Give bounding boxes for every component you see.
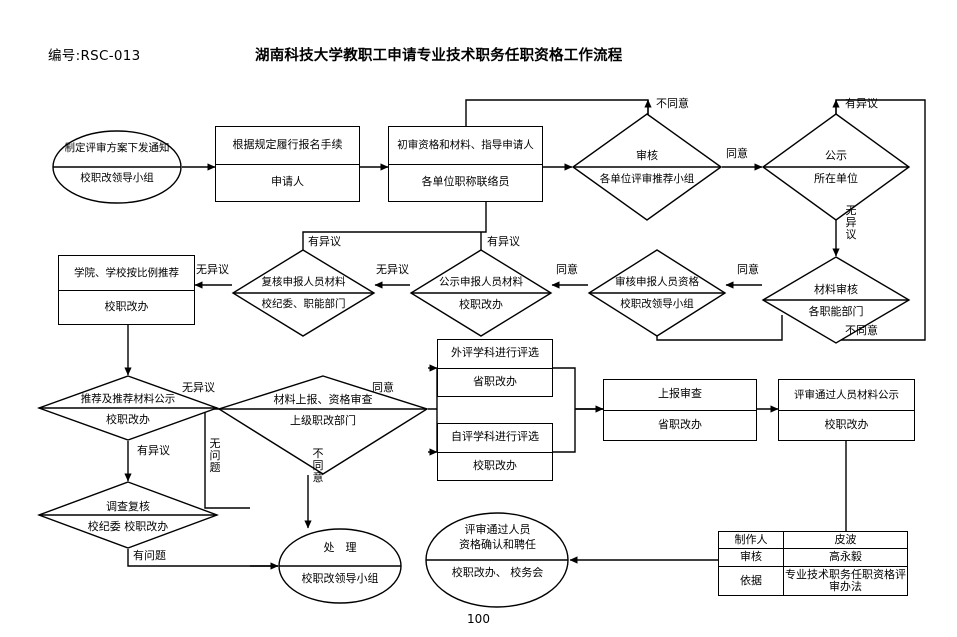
edge-label-e12: 无异议 xyxy=(182,381,215,394)
node-n8-top: 公示申报人员材料 xyxy=(439,276,523,288)
node-n14-bottom: 校职改办 xyxy=(473,458,517,472)
edge-label-e17: 有问题 xyxy=(133,549,166,562)
edge-label-e3: 有异议 xyxy=(845,97,878,110)
edge-label-e14: 有异议 xyxy=(137,444,170,457)
node-n11[interactable]: 推荐及推荐材料公示 校职改办 xyxy=(36,375,220,441)
node-n9-bottom: 校纪委、职能部门 xyxy=(261,298,346,310)
node-n17[interactable]: 调查复核 校纪委 校职改办 xyxy=(36,481,220,549)
node-n8[interactable]: 公示申报人员材料 校职改办 xyxy=(409,249,553,337)
edge-label-e7: 同意 xyxy=(556,263,578,276)
node-n12-bottom: 上级职改部门 xyxy=(290,414,356,427)
info-value-2: 专业技术职务任职资格评审办法 xyxy=(783,565,908,597)
node-n1-bottom: 校职改领导小组 xyxy=(80,172,154,184)
node-n5-bottom: 所在单位 xyxy=(814,172,858,185)
table-row: 审核 高永毅 xyxy=(718,548,908,567)
node-n4-bottom: 各单位评审推荐小组 xyxy=(599,173,695,185)
node-n5[interactable]: 公示 所在单位 xyxy=(761,113,911,221)
node-n14[interactable]: 自评学科进行评选 校职改办 xyxy=(437,423,553,481)
node-n19-top1: 评审通过人员 xyxy=(464,523,531,536)
node-n16-top: 评审通过人员材料公示 xyxy=(779,380,914,411)
edge-label-e10: 有异议 xyxy=(308,235,341,248)
node-n11-top: 推荐及推荐材料公示 xyxy=(80,393,176,405)
node-n6-top: 材料审核 xyxy=(814,283,858,296)
node-n18-top: 处 理 xyxy=(323,541,357,554)
table-row: 依据 专业技术职务任职资格评审办法 xyxy=(718,565,908,597)
edge-label-e9: 无异议 xyxy=(376,263,409,276)
node-n15-bottom: 省职改办 xyxy=(658,417,702,431)
info-value-0: 皮波 xyxy=(783,530,908,550)
node-n2[interactable]: 根据规定履行报名手续 申请人 xyxy=(215,126,360,202)
node-n4-top: 审核 xyxy=(636,149,658,162)
node-n5-top: 公示 xyxy=(825,149,847,162)
node-n7-bottom: 校职改领导小组 xyxy=(620,298,694,310)
node-n17-bottom: 校纪委 校职改办 xyxy=(87,520,169,533)
edge-label-e1: 不同意 xyxy=(656,97,689,110)
node-n2-top: 根据规定履行报名手续 xyxy=(216,127,359,165)
node-n7-top: 审核申报人员资格 xyxy=(615,276,699,288)
node-n7[interactable]: 审核申报人员资格 校职改领导小组 xyxy=(587,249,727,337)
node-n15[interactable]: 上报审查 省职改办 xyxy=(603,379,757,441)
node-n6-bottom: 各职能部门 xyxy=(808,305,864,318)
document-number: 编号:RSC-013 xyxy=(48,48,141,64)
info-key-0: 制作人 xyxy=(718,530,784,550)
edge-label-e6: 同意 xyxy=(737,263,759,276)
node-n10[interactable]: 学院、学校按比例推荐 校职改办 xyxy=(58,255,195,325)
edge-label-e15: 无问题 xyxy=(209,437,221,474)
node-n13[interactable]: 外评学科进行评选 省职改办 xyxy=(437,339,553,397)
node-n1-top: 制定评审方案下发通知 xyxy=(64,142,170,154)
node-n8-bottom: 校职改办 xyxy=(459,298,503,311)
info-key-1: 审核 xyxy=(718,548,784,567)
node-n3-top: 初审资格和材料、指导申请人 xyxy=(389,127,542,165)
edge-label-e5: 不同意 xyxy=(845,324,878,337)
node-n19[interactable]: 评审通过人员 资格确认和聘任 校职改办、 校务会 xyxy=(425,512,570,608)
node-n17-top: 调查复核 xyxy=(106,500,150,513)
table-row: 制作人 皮波 xyxy=(718,530,908,550)
node-n10-bottom: 校职改办 xyxy=(104,299,149,313)
node-n15-top: 上报审查 xyxy=(604,380,756,411)
info-table: 制作人 皮波 审核 高永毅 依据 专业技术职务任职资格评审办法 xyxy=(718,530,908,597)
info-value-1: 高永毅 xyxy=(783,548,908,567)
info-key-2: 依据 xyxy=(718,565,784,597)
node-n3-bottom: 各单位职称联络员 xyxy=(421,175,510,189)
page-title: 湖南科技大学教职工申请专业技术职务任职资格工作流程 xyxy=(255,48,623,64)
node-n16-bottom: 校职改办 xyxy=(824,417,869,431)
node-n4[interactable]: 审核 各单位评审推荐小组 xyxy=(571,113,723,221)
edge-label-e16: 不同意 xyxy=(312,447,324,484)
node-n19-bottom: 校职改办、 校务会 xyxy=(451,566,544,579)
node-n13-bottom: 省职改办 xyxy=(473,374,517,388)
node-n10-top: 学院、学校按比例推荐 xyxy=(59,256,194,291)
edge-label-e13: 同意 xyxy=(372,381,394,394)
edge-label-e11: 无异议 xyxy=(196,263,229,276)
node-n18[interactable]: 处 理 校职改领导小组 xyxy=(278,528,402,604)
node-n13-top: 外评学科进行评选 xyxy=(438,340,552,369)
node-n12[interactable]: 材料上报、资格审查 上级职改部门 xyxy=(217,375,429,475)
edge-label-e8: 有异议 xyxy=(487,235,520,248)
page-number: 100 xyxy=(467,612,490,626)
node-n12-top: 材料上报、资格审查 xyxy=(273,393,373,406)
node-n14-top: 自评学科进行评选 xyxy=(438,424,552,453)
node-n9-top: 复核申报人员材料 xyxy=(261,276,346,288)
node-n11-bottom: 校职改办 xyxy=(106,413,150,426)
node-n2-bottom: 申请人 xyxy=(271,175,304,189)
node-n18-bottom: 校职改领导小组 xyxy=(301,572,379,585)
node-n19-top2: 资格确认和聘任 xyxy=(459,538,536,551)
edge-label-e2: 同意 xyxy=(726,147,748,160)
node-n3[interactable]: 初审资格和材料、指导申请人 各单位职称联络员 xyxy=(388,126,543,202)
node-n16[interactable]: 评审通过人员材料公示 校职改办 xyxy=(778,379,915,441)
node-n9[interactable]: 复核申报人员材料 校纪委、职能部门 xyxy=(231,249,376,337)
node-n6[interactable]: 材料审核 各职能部门 xyxy=(761,256,911,344)
node-n1[interactable]: 制定评审方案下发通知 校职改领导小组 xyxy=(52,130,182,204)
edge-label-e4: 无异议 xyxy=(845,204,857,241)
